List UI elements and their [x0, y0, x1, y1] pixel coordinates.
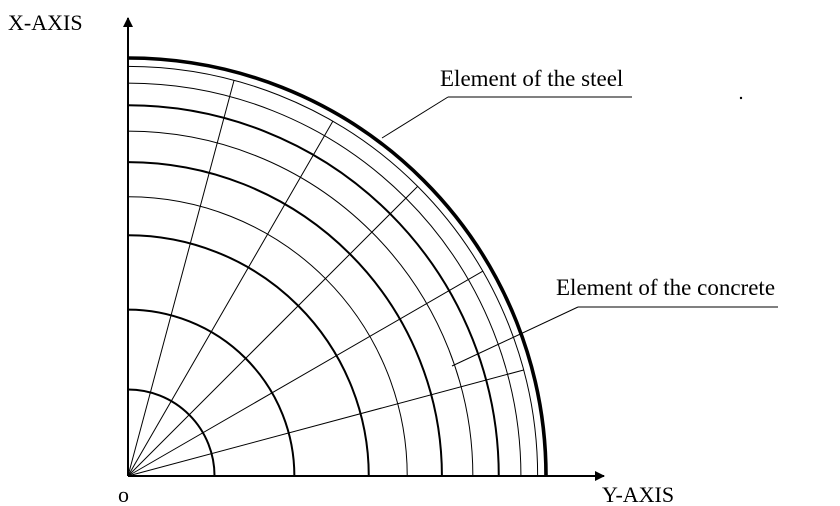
y-axis-label: Y-AXIS [602, 482, 674, 506]
stray-dot [739, 96, 743, 100]
radial-line [127, 120, 334, 477]
concrete-leader-line [451, 306, 579, 367]
radial-line [127, 185, 419, 477]
steel-ring [127, 56, 548, 477]
concrete-element-label: Element of the concrete [556, 275, 775, 300]
radial-line [127, 369, 524, 477]
steel-leader-line [381, 96, 449, 139]
radial-line [127, 270, 484, 477]
origin-label: o [118, 482, 129, 506]
mesh [127, 56, 548, 477]
x-axis-label: X-AXIS [8, 10, 83, 35]
steel-element-label: Element of the steel [440, 66, 623, 91]
radial-line [127, 80, 235, 477]
